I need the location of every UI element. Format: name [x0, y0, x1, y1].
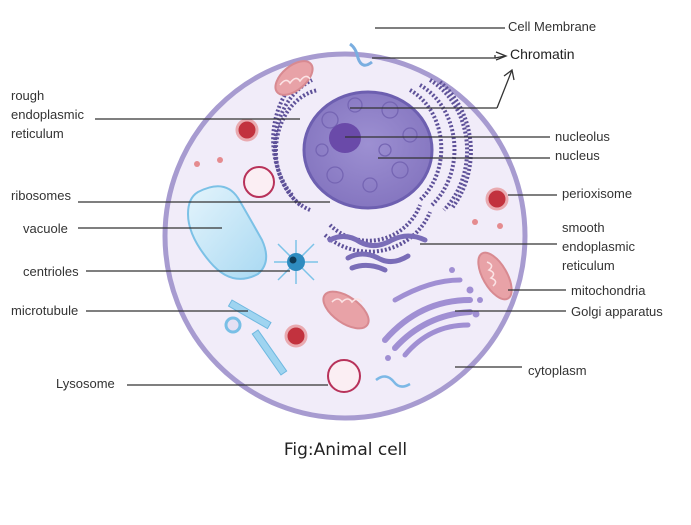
label-mitochondria: mitochondria [571, 283, 646, 298]
small-vesicle [224, 316, 242, 334]
label-lysosome: Lysosome [56, 376, 115, 391]
cytoplasm-filament [375, 375, 411, 388]
label-perioxisome: perioxisome [562, 186, 633, 201]
label-golgi-apparatus: Golgi apparatus [571, 304, 663, 319]
label-rough-er: rough endoplasmic reticulum [11, 88, 84, 141]
label-cell-membrane: Cell Membrane [508, 19, 597, 34]
label-cytoplasm: cytoplasm [528, 363, 587, 378]
vacuole [186, 185, 268, 280]
chromatin-strand [349, 42, 373, 67]
centriole [274, 240, 318, 284]
label-nucleolus: nucleolus [555, 129, 610, 144]
label-ribosomes: ribosomes [11, 188, 71, 203]
microtubules [227, 299, 288, 376]
nucleus [302, 90, 434, 210]
label-microtubule: microtubule [11, 303, 79, 318]
leader-lines [78, 27, 566, 386]
ribosome-dots [194, 157, 503, 229]
label-smooth-er: smooth endoplasmic reticulum [562, 220, 635, 273]
rough-endoplasmic-reticulum [271, 70, 473, 254]
arrowheads [495, 51, 515, 81]
label-centrioles: centrioles [23, 264, 79, 279]
lysosomes [243, 166, 361, 393]
nucleolus [329, 123, 361, 153]
chromatin-texture [315, 97, 418, 193]
golgi-apparatus [382, 277, 473, 358]
figure-caption: Fig:Animal cell [283, 440, 408, 460]
smooth-endoplasmic-reticulum [327, 233, 428, 273]
peroxisomes [235, 118, 509, 348]
golgi-vesicles [385, 267, 483, 361]
label-chromatin: Chromatin [510, 46, 575, 62]
label-vacuole: vacuole [23, 221, 68, 236]
label-nucleus: nucleus [555, 148, 600, 163]
mitochondria [274, 60, 513, 330]
